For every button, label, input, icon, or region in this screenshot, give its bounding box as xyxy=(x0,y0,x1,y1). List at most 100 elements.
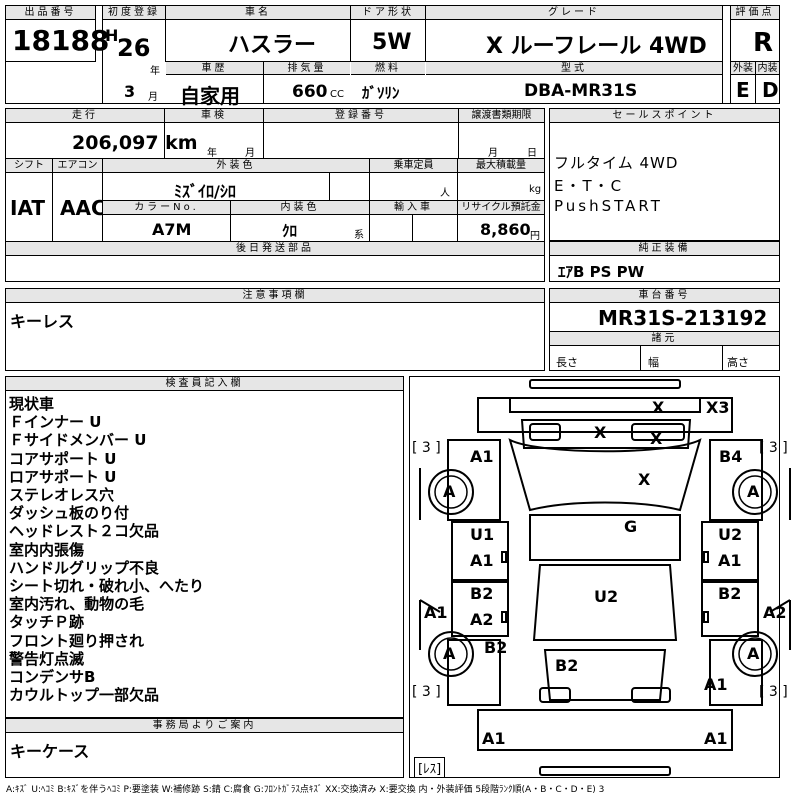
car-name-label: 車名 xyxy=(166,6,350,20)
car-name: ハスラー xyxy=(228,33,317,58)
load-label: 最大積載量 xyxy=(458,159,544,173)
month: 3 xyxy=(124,82,136,101)
damage-mark: B2 xyxy=(484,638,508,657)
damage-mark: A2 xyxy=(470,610,494,629)
inspector-line: ステレオレス穴 xyxy=(9,486,115,505)
exterior-label: 外装 xyxy=(731,62,755,75)
damage-mark: A xyxy=(443,482,456,501)
transfer-label: 譲渡書類期限 xyxy=(459,109,544,123)
inspector-line: Ｆインナー U xyxy=(9,413,102,432)
caution-box xyxy=(5,288,545,371)
damage-mark: B4 xyxy=(719,447,743,466)
inspector-line: ヘッドレスト２コ欠品 xyxy=(9,522,160,541)
chassis-box xyxy=(549,288,780,371)
inspector-line: タッチＰ跡 xyxy=(9,613,85,632)
sales-line-3: PushSTART xyxy=(554,197,663,215)
lot-label: 出品番号 xyxy=(6,6,95,20)
interior-color-unit: 系 xyxy=(354,230,364,241)
tire-right-front: [ 3 ] xyxy=(759,440,788,456)
lot-number: 18188 xyxy=(12,24,110,57)
displacement-unit: CC xyxy=(330,89,344,100)
inspector-line: 現状車 xyxy=(9,395,55,413)
damage-mark: U1 xyxy=(470,525,495,544)
damage-mark: X3 xyxy=(706,398,730,417)
deferred-label: 後日発送部品 xyxy=(6,242,544,256)
transfer-month-unit: 月 xyxy=(488,148,498,159)
damage-mark: U2 xyxy=(718,525,743,544)
capacity-unit: 人 xyxy=(440,188,450,199)
damage-mark: X xyxy=(594,423,607,442)
inspector-line: カウルトップ一部欠品 xyxy=(9,686,160,705)
inspector-line: ハンドルグリップ不良 xyxy=(9,558,160,577)
damage-mark: B2 xyxy=(718,584,742,603)
office-label: 事務局よりご案内 xyxy=(6,719,403,733)
inspector-line: 警告灯点滅 xyxy=(9,649,85,668)
interior-label: 内装 xyxy=(756,62,779,75)
tire-right-rear: [ 3 ] xyxy=(759,684,788,700)
sales-line-1: フルタイム 4WD xyxy=(554,154,679,172)
history: 自家用 xyxy=(180,84,240,108)
caution-label: 注意事項欄 xyxy=(6,289,544,303)
damage-mark: A1 xyxy=(482,729,506,748)
office-value: キーケース xyxy=(10,742,90,761)
color: ﾐｽﾞｲﾛ/ｼﾛ xyxy=(174,182,236,201)
model: DBA-MR31S xyxy=(524,81,638,101)
sales-point-label: セールスポイント xyxy=(550,109,779,123)
height-label: 高さ xyxy=(727,356,749,369)
sales-point-box xyxy=(549,108,780,241)
door-label: ドア形状 xyxy=(351,6,425,20)
damage-mark: A xyxy=(747,644,760,663)
door: 5W xyxy=(372,30,412,55)
damage-mark: A1 xyxy=(424,603,448,622)
inspection-month-unit: 月 xyxy=(245,148,255,159)
inspector-line: コンデンサB xyxy=(9,668,96,687)
inspector-list: 現状車 Ｆインナー U Ｆサイドメンバー U コアサポート U ロアサポート U… xyxy=(9,395,204,704)
interior-color: ｸﾛ xyxy=(282,222,298,240)
equipment-label: 純正装備 xyxy=(550,242,779,256)
legend: A:ｷｽﾞ U:ﾍｺﾐ B:ｷｽﾞを伴うﾍｺﾐ P:要塗装 W:補修跡 S:錆 … xyxy=(6,785,605,795)
displacement: 660 xyxy=(292,82,328,102)
inspection-year-unit: 年 xyxy=(207,148,217,159)
inspector-line: コアサポート U xyxy=(9,449,117,468)
damage-mark: A1 xyxy=(470,447,494,466)
tire-left-rear: [ 3 ] xyxy=(412,684,441,700)
inspector-box xyxy=(5,376,404,718)
inspector-line: シート切れ・破れ小、へたり xyxy=(9,577,205,596)
caution-value: キーレス xyxy=(10,312,75,331)
score: R xyxy=(753,28,774,58)
mileage-label: 走行 xyxy=(6,109,164,123)
inspector-line: ダッシュ板のり付 xyxy=(9,504,130,523)
chassis-number: MR31S-213192 xyxy=(598,306,768,330)
damage-mark: X xyxy=(650,429,663,448)
import-label: 輸入車 xyxy=(370,201,457,215)
mileage: 206,097 km xyxy=(72,132,198,154)
year-unit: 年 xyxy=(150,66,160,77)
inspector-label: 検査員記入欄 xyxy=(6,377,403,391)
inspector-line: ロアサポート U xyxy=(9,467,117,486)
color-label: 外装色 xyxy=(103,159,369,173)
damage-mark: U2 xyxy=(594,587,619,606)
damage-mark: X xyxy=(638,470,651,489)
dims-label: 諸元 xyxy=(550,332,779,346)
damage-mark: A1 xyxy=(704,675,728,694)
exterior: E xyxy=(736,78,750,102)
damage-mark: A xyxy=(747,482,760,501)
equipment-value: ｴｱB PS PW xyxy=(558,263,645,281)
inspector-line: Ｆサイドメンバー U xyxy=(9,431,147,450)
damage-mark: A1 xyxy=(470,551,494,570)
interior-color-label: 内装色 xyxy=(231,201,369,215)
damage-mark: B2 xyxy=(470,584,494,603)
score-label: 評価点 xyxy=(731,6,779,20)
sales-line-2: E・T・C xyxy=(554,177,624,195)
transfer-day-unit: 日 xyxy=(527,148,537,159)
damage-mark: A1 xyxy=(718,551,742,570)
width-label: 幅 xyxy=(648,356,659,369)
inspector-line: 室内内張傷 xyxy=(9,540,85,559)
damage-mark: A1 xyxy=(704,729,728,748)
header-section xyxy=(5,5,780,104)
damage-mark: B2 xyxy=(555,656,579,675)
era: H xyxy=(105,26,119,45)
inspection-label: 車検 xyxy=(165,109,263,123)
details-section xyxy=(5,108,545,282)
damage-mark: G xyxy=(624,517,638,536)
